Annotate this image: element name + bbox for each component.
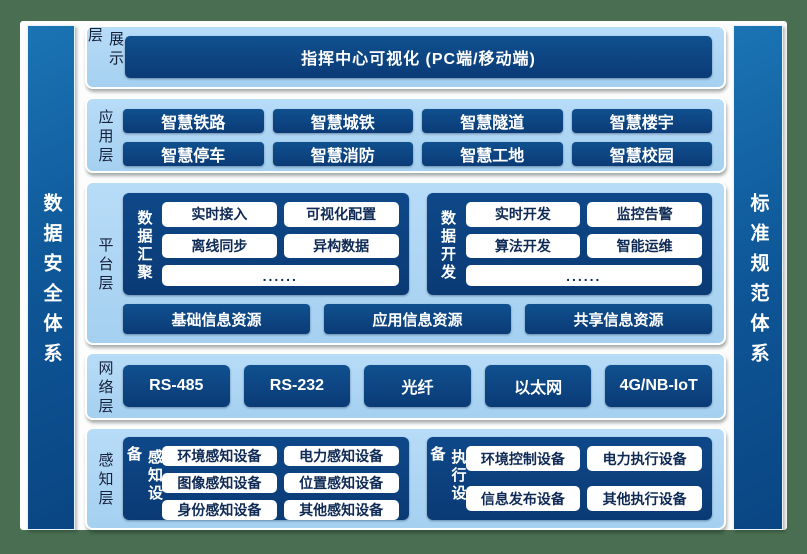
network-block: RS-232 [243,365,351,407]
device-item: 环境感知设备 [162,446,277,466]
app-block: 智慧铁路 [123,109,264,133]
device-item: 身份感知设备 [162,500,277,520]
app-block: 智慧城铁 [272,109,413,133]
device-item: 电力执行设备 [587,446,702,471]
resource-bar: 应用信息资源 [324,304,511,334]
command-center-bar: 指挥中心可视化 (PC端/移动端) [125,36,712,78]
device-item: 其他执行设备 [587,486,702,511]
platform-item: 算法开发 [465,233,581,259]
platform-item: 离线同步 [162,233,277,259]
platform-item-more: ...... [465,265,702,286]
platform-item: 异构数据 [283,233,399,259]
network-block: RS-485 [123,365,230,407]
app-block: 智慧隧道 [422,109,563,133]
perception-layer-label: 感知层 [96,452,114,509]
data-aggregation-label: 数据汇聚 [135,209,153,282]
platform-item-more: ...... [162,265,399,286]
network-grid: RS-485 RS-232 光纤 以太网 4G/NB-IoT [123,365,712,407]
sensing-devices-group: 感知设备 环境感知设备 电力感知设备 图像感知设备 位置感知设备 身份感知设备 … [123,437,409,520]
platform-item: 智能运维 [587,233,702,259]
perception-layer-panel: 感知层 感知设备 环境感知设备 电力感知设备 图像感知设备 位置感知设备 身份感… [85,427,726,530]
application-layer-panel: 应用层 智慧铁路 智慧城铁 智慧隧道 智慧楼宇 智慧停车 智慧消防 智慧工地 智… [85,97,726,173]
device-item: 环境控制设备 [465,446,581,471]
data-aggregation-grid: 实时接入 可视化配置 离线同步 异构数据 ...... [162,202,399,286]
execution-devices-group: 执行设备 环境控制设备 电力执行设备 信息发布设备 其他执行设备 [426,437,712,520]
resource-bars: 基础信息资源 应用信息资源 共享信息资源 [123,304,712,334]
display-layer-label: 展示层 [86,27,124,69]
app-block: 智慧停车 [123,142,264,166]
resource-bar: 基础信息资源 [123,304,310,334]
pillar-standards: 标准规范体系 [733,25,783,530]
platform-item: 实时开发 [465,202,581,227]
data-development-label: 数据开发 [439,209,456,282]
display-layer-panel: 展示层 指挥中心可视化 (PC端/移动端) [85,25,726,89]
pillar-standards-label: 标准规范体系 [747,193,769,373]
network-layer-panel: 网络层 RS-485 RS-232 光纤 以太网 4G/NB-IoT [85,352,726,420]
app-block: 智慧消防 [272,142,413,166]
execution-devices-grid: 环境控制设备 电力执行设备 信息发布设备 其他执行设备 [465,446,702,511]
perception-groups: 感知设备 环境感知设备 电力感知设备 图像感知设备 位置感知设备 身份感知设备 … [123,437,712,520]
platform-layer-panel: 平台层 数据汇聚 实时接入 可视化配置 离线同步 异构数据 ...... 数据开… [85,181,726,345]
sensing-devices-label: 感知设备 [125,446,163,503]
app-block: 智慧工地 [422,142,563,166]
app-block: 智慧楼宇 [571,109,712,133]
network-block: 以太网 [484,365,592,407]
device-item: 其他感知设备 [283,500,399,520]
network-layer-label: 网络层 [96,359,114,417]
app-block: 智慧校园 [571,142,712,166]
execution-devices-label: 执行设备 [428,446,467,503]
platform-groups: 数据汇聚 实时接入 可视化配置 离线同步 异构数据 ...... 数据开发 实时… [123,193,712,295]
device-item: 位置感知设备 [283,473,399,493]
application-grid: 智慧铁路 智慧城铁 智慧隧道 智慧楼宇 智慧停车 智慧消防 智慧工地 智慧校园 [123,109,712,166]
platform-item: 监控告警 [587,202,702,227]
network-block: 光纤 [364,365,471,407]
pillar-data-security-label: 数据安全体系 [40,193,62,373]
platform-item: 实时接入 [162,202,277,227]
platform-item: 可视化配置 [283,202,399,227]
platform-body: 数据汇聚 实时接入 可视化配置 离线同步 异构数据 ...... 数据开发 实时… [123,193,712,334]
data-aggregation-group: 数据汇聚 实时接入 可视化配置 离线同步 异构数据 ...... [123,193,409,295]
device-item: 图像感知设备 [162,473,277,493]
pillar-data-security: 数据安全体系 [27,25,75,530]
application-layer-label: 应用层 [96,108,114,166]
data-development-grid: 实时开发 监控告警 算法开发 智能运维 ...... [465,202,702,286]
data-development-group: 数据开发 实时开发 监控告警 算法开发 智能运维 ...... [426,193,712,295]
device-item: 电力感知设备 [283,446,399,466]
device-item: 信息发布设备 [465,486,581,511]
platform-layer-label: 平台层 [96,236,114,294]
resource-bar: 共享信息资源 [525,304,712,334]
sensing-devices-grid: 环境感知设备 电力感知设备 图像感知设备 位置感知设备 身份感知设备 其他感知设… [162,446,399,520]
network-block: 4G/NB-IoT [605,365,712,407]
